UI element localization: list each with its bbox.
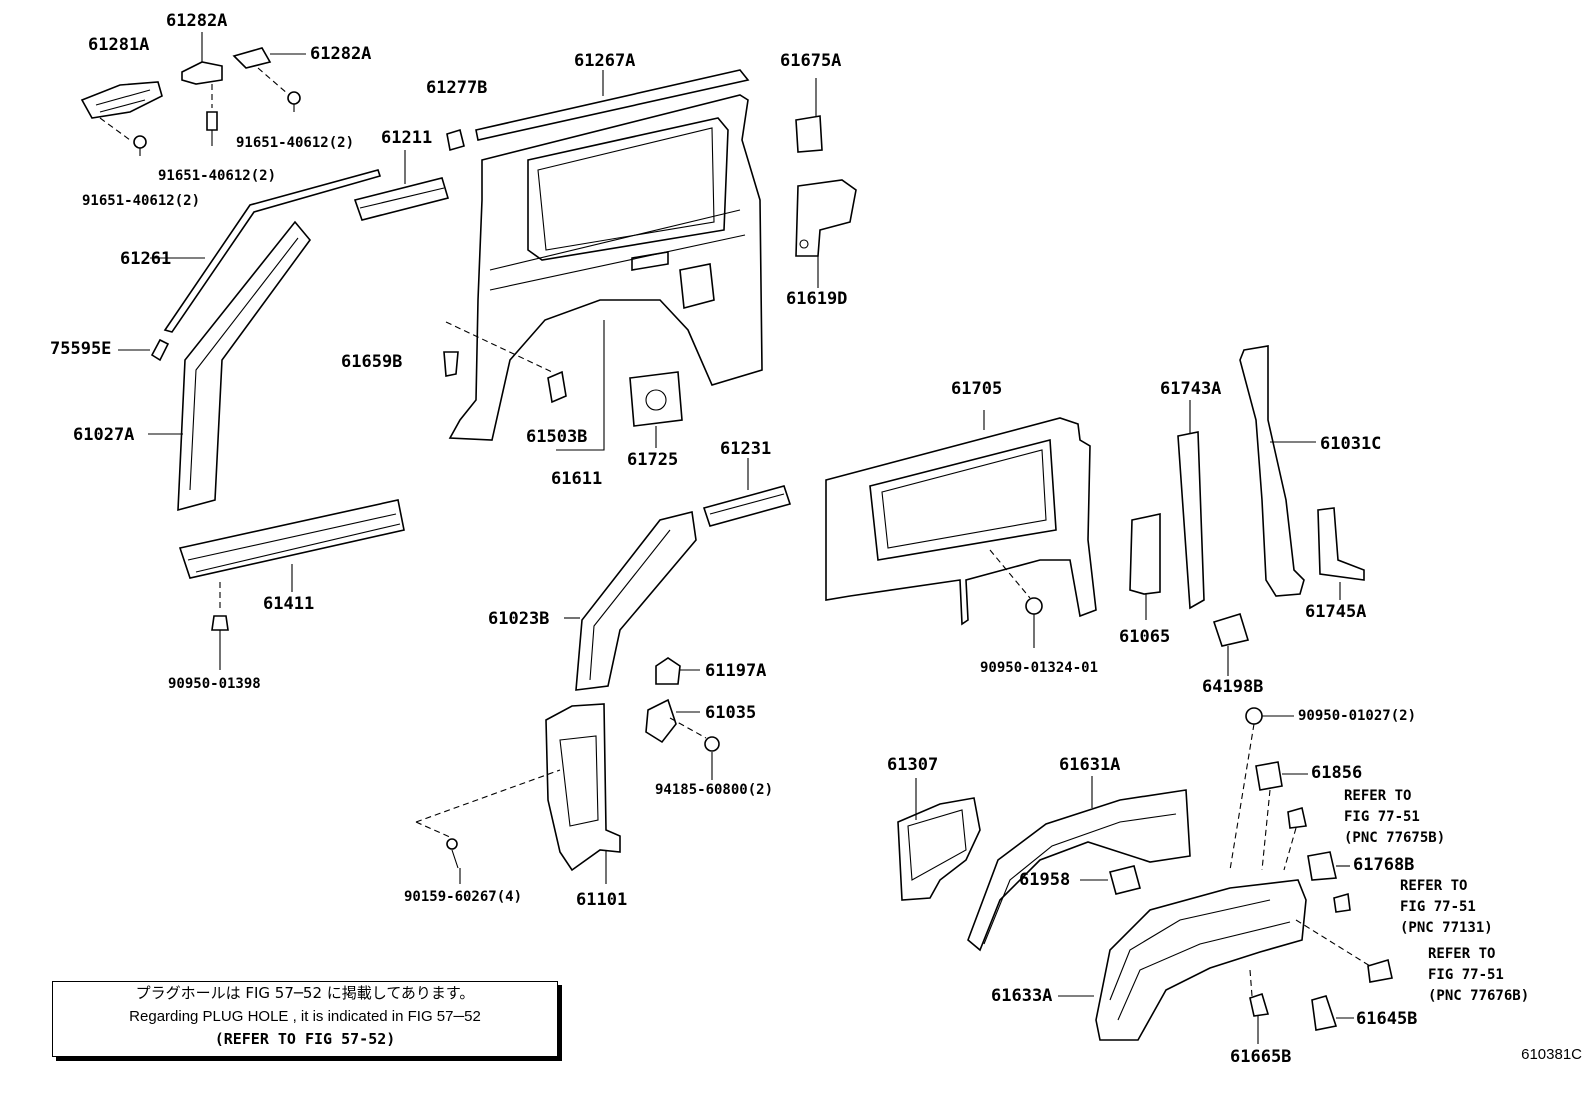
label-91651-40612-right[interactable]: 91651-40612(2) [236,135,355,151]
part-61277B-drawing [446,128,465,152]
label-61282A-top[interactable]: 61282A [166,11,228,31]
label-61307[interactable]: 61307 [887,755,939,775]
label-61633A[interactable]: 61633A [991,986,1053,1006]
part-61211-drawing [353,150,450,221]
label-61281A[interactable]: 61281A [88,35,150,55]
label-61619D[interactable]: 61619D [786,289,848,309]
label-61659B[interactable]: 61659B [341,352,403,372]
label-61725[interactable]: 61725 [627,450,679,470]
label-61675A[interactable]: 61675A [780,51,842,71]
figure-id: 610381C [1521,1046,1582,1063]
part-61611-drawing [445,94,763,451]
refer-to-77131[interactable]: REFER TO FIG 77-51 (PNC 77131) [1400,878,1493,936]
label-61503B[interactable]: 61503B [526,427,588,447]
part-61659B-drawing [443,351,459,377]
label-61211[interactable]: 61211 [381,128,433,148]
note-english: Regarding PLUG HOLE , it is indicated in… [129,1008,481,1025]
part-61705-drawing [825,410,1097,648]
part-61743A-61065-drawing [1129,400,1205,620]
label-90950-01398[interactable]: 90950-01398 [168,676,261,692]
label-61611[interactable]: 61611 [551,469,603,489]
label-94185-60800[interactable]: 94185-60800(2) [655,782,774,798]
label-61743A[interactable]: 61743A [1160,379,1222,399]
label-90159-60267[interactable]: 90159-60267(4) [404,889,523,905]
plug-hole-note: プラグホールは FIG 57─52 に掲載してあります。 Regarding P… [52,981,558,1057]
label-61231[interactable]: 61231 [720,439,772,459]
refer-to-77676B[interactable]: REFER TO FIG 77-51 (PNC 77676B) [1428,946,1530,1004]
part-61745A-drawing [1317,507,1365,600]
label-61856[interactable]: 61856 [1311,763,1363,783]
part-61281A-drawing [80,81,163,156]
label-91651-40612-mid[interactable]: 91651-40612(2) [158,168,277,184]
part-61267A-drawing [475,69,750,141]
part-61503B-drawing [547,370,567,404]
label-61101[interactable]: 61101 [576,890,628,910]
label-61282A-right[interactable]: 61282A [310,44,372,64]
label-61645B[interactable]: 61645B [1356,1009,1418,1029]
part-61031C-drawing [1239,345,1316,597]
label-61035[interactable]: 61035 [705,703,757,723]
label-90950-01027[interactable]: 90950-01027(2) [1298,708,1417,724]
part-61231-drawing [702,458,792,527]
note-japanese: プラグホールは FIG 57─52 に掲載してあります。 [135,984,475,1002]
refer-to-77675B[interactable]: REFER TO FIG 77-51 (PNC 77675B) [1344,788,1446,846]
label-61277B[interactable]: 61277B [426,78,488,98]
label-90950-01324-01[interactable]: 90950-01324-01 [980,660,1099,676]
label-61958[interactable]: 61958 [1019,870,1071,890]
label-91651-40612-left[interactable]: 91651-40612(2) [82,193,201,209]
part-61197A-61035-drawing [645,657,720,780]
label-61027A[interactable]: 61027A [73,425,135,445]
label-61705[interactable]: 61705 [951,379,1003,399]
label-61031C[interactable]: 61031C [1320,434,1382,454]
label-61261[interactable]: 61261 [120,249,172,269]
label-61411[interactable]: 61411 [263,594,315,614]
label-61631A[interactable]: 61631A [1059,755,1121,775]
label-61267A[interactable]: 61267A [574,51,636,71]
part-61101-drawing [415,703,621,884]
label-61665B[interactable]: 61665B [1230,1047,1292,1067]
part-61282A-drawings [181,32,306,146]
part-61411-drawing [178,499,405,670]
part-61633A-group-drawing [1058,707,1393,1044]
label-64198B[interactable]: 64198B [1202,677,1264,697]
part-61023B-drawing [564,511,697,691]
label-61768B[interactable]: 61768B [1353,855,1415,875]
label-75595E[interactable]: 75595E [50,339,112,359]
label-61023B[interactable]: 61023B [488,609,550,629]
label-61197A[interactable]: 61197A [705,661,767,681]
part-61725-drawing [629,371,683,448]
label-61745A[interactable]: 61745A [1305,602,1367,622]
note-refer-link[interactable]: (REFER TO FIG 57-52) [214,1030,396,1048]
part-61027A-drawing [118,169,382,512]
part-61675A-61619D-drawing [795,78,857,288]
part-61307-61631A-drawing [897,776,1191,952]
label-61065[interactable]: 61065 [1119,627,1171,647]
part-64198B-drawing [1212,613,1250,676]
